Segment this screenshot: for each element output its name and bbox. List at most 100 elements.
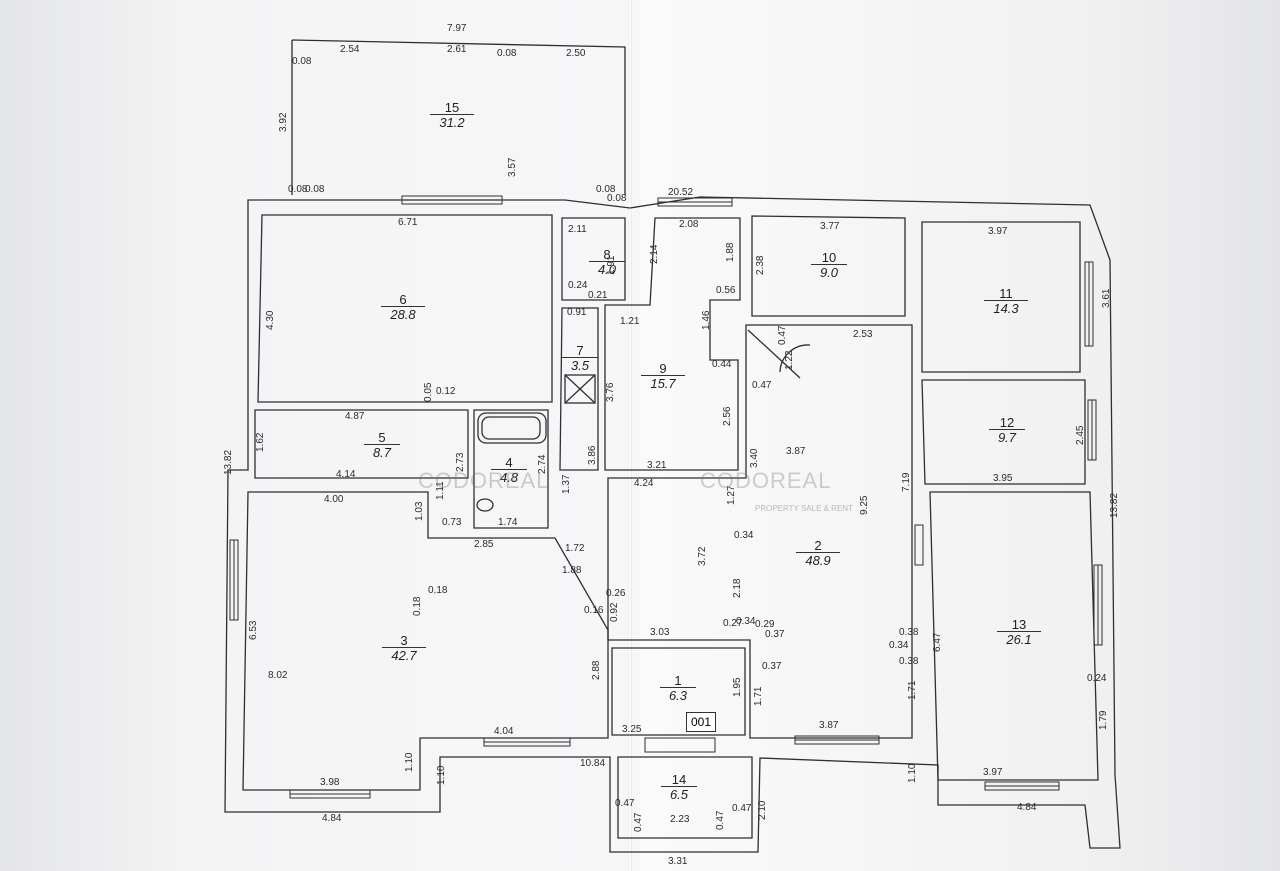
room-9-area: 15.7 xyxy=(641,375,685,390)
watermark-subtitle: PROPERTY SALE & RENT xyxy=(755,504,853,513)
dim-label: 3.21 xyxy=(647,460,667,471)
dim-label: 3.86 xyxy=(587,445,598,465)
watermark-right: CODOREAL xyxy=(700,468,832,493)
dim-label: 2.08 xyxy=(679,219,699,230)
room-10-outline xyxy=(751,215,906,317)
dim-label: 1.71 xyxy=(753,686,764,706)
dim-label: 2.18 xyxy=(732,578,743,598)
dim-label: 3.61 xyxy=(1101,288,1112,308)
room-4-area: 4.8 xyxy=(491,469,527,484)
room-4-outline xyxy=(473,409,549,529)
room-3-outline xyxy=(242,491,609,791)
dim-label: 1.88 xyxy=(725,242,736,262)
dim-label: 0.12 xyxy=(436,386,456,397)
dim-label: 0.56 xyxy=(716,285,736,296)
dim-label: 0.27 xyxy=(723,618,743,629)
room-10-number: 10 xyxy=(821,250,837,265)
dim-label: 3.72 xyxy=(697,546,708,566)
room-10-area: 9.0 xyxy=(811,264,847,279)
room-9-number: 9 xyxy=(659,361,667,376)
room-11-outline xyxy=(921,221,1081,373)
dim-label: 1.74 xyxy=(498,517,518,528)
dim-label: 2.56 xyxy=(722,406,733,426)
dim-label: 4.84 xyxy=(1017,802,1037,813)
dim-label: 1.72 xyxy=(565,543,585,554)
dim-label: 1.46 xyxy=(701,310,712,330)
dim-label: 2.23 xyxy=(670,814,690,825)
dim-label: 0.05 xyxy=(423,382,434,402)
dim-label: 4.84 xyxy=(322,813,342,824)
dim-label: 2.11 xyxy=(568,224,587,235)
dim-label: 0.47 xyxy=(732,803,752,814)
room-12-number: 12 xyxy=(999,415,1015,430)
room-4-number: 4 xyxy=(505,455,513,470)
dim-label: 0.08 xyxy=(497,48,517,59)
room-11-number: 11 xyxy=(999,286,1013,301)
dim-label: 3.40 xyxy=(749,448,760,468)
dim-label: 6.71 xyxy=(398,217,418,228)
room-7-number: 7 xyxy=(576,343,584,358)
dim-label: 4.04 xyxy=(494,726,514,737)
dim-label: 1.91 xyxy=(606,255,617,275)
dim-label: 3.87 xyxy=(786,446,806,457)
room-3-number: 3 xyxy=(400,633,408,648)
dim-label: 0.08 xyxy=(607,193,627,204)
room-11-area: 14.3 xyxy=(984,300,1028,315)
dim-label: 3.97 xyxy=(983,767,1003,778)
dim-label: 0.08 xyxy=(292,56,312,67)
dim-label: 3.31 xyxy=(668,856,688,867)
dim-label: 2.14 xyxy=(649,244,660,264)
room-13-outline xyxy=(929,491,1099,781)
room-8-area: 4.0 xyxy=(589,261,625,276)
room-2-number: 2 xyxy=(814,538,822,553)
room-1-area: 6.3 xyxy=(660,687,696,702)
dim-label: 2.53 xyxy=(853,329,873,340)
dim-label: 0.38 xyxy=(899,627,919,638)
dim-label: 1.10 xyxy=(436,765,447,785)
dim-label: 0.21 xyxy=(588,290,608,301)
watermark-left: CODOREAL xyxy=(418,468,550,493)
dim-label: 0.08 xyxy=(305,184,325,195)
dim-label: 2.10 xyxy=(757,800,768,820)
dim-label: 13.82 xyxy=(1109,492,1120,518)
dim-label: 8.02 xyxy=(268,670,288,681)
dim-label: 1.03 xyxy=(414,501,425,521)
room-12-outline xyxy=(921,379,1086,485)
dim-label: 0.18 xyxy=(428,585,448,596)
dim-label: 2.61 xyxy=(447,44,467,55)
dim-label: 7.97 xyxy=(447,23,467,34)
dim-label: 10.84 xyxy=(580,758,606,769)
dim-label: 2.50 xyxy=(566,48,586,59)
dim-label: 1.10 xyxy=(404,752,415,772)
dim-label: 0.38 xyxy=(899,656,919,667)
dim-label: 0.37 xyxy=(765,629,785,640)
room-1-number: 1 xyxy=(674,673,682,688)
dim-label: 6.47 xyxy=(932,632,943,652)
room-5-outline xyxy=(254,409,469,479)
dim-label: 3.57 xyxy=(507,157,518,177)
dim-label: 0.08 xyxy=(288,184,308,195)
dim-label: 3.92 xyxy=(278,112,289,132)
dim-label: 1.88 xyxy=(562,565,582,576)
room-15-walls xyxy=(291,39,626,195)
dim-label: 1.79 xyxy=(1098,710,1109,730)
dim-label: 4.24 xyxy=(634,478,654,489)
room-6-outline xyxy=(257,214,553,403)
dim-label: 0.18 xyxy=(412,596,423,616)
dim-label: 0.73 xyxy=(442,517,462,528)
dim-label: 3.76 xyxy=(605,382,616,402)
room-14-outline xyxy=(617,756,753,839)
paper-fold xyxy=(628,0,632,871)
dim-label: 0.29 xyxy=(755,619,775,630)
bathtub xyxy=(477,412,547,444)
room-5-number: 5 xyxy=(378,430,386,445)
dim-label: 2.88 xyxy=(591,660,602,680)
dim-label: 0.24 xyxy=(1087,673,1107,684)
dim-label: 0.92 xyxy=(609,602,620,622)
dim-label: 1.95 xyxy=(732,677,743,697)
dim-label: 2.45 xyxy=(1075,425,1086,445)
dim-label: 3.77 xyxy=(820,221,840,232)
room-7-area: 3.5 xyxy=(562,357,598,372)
